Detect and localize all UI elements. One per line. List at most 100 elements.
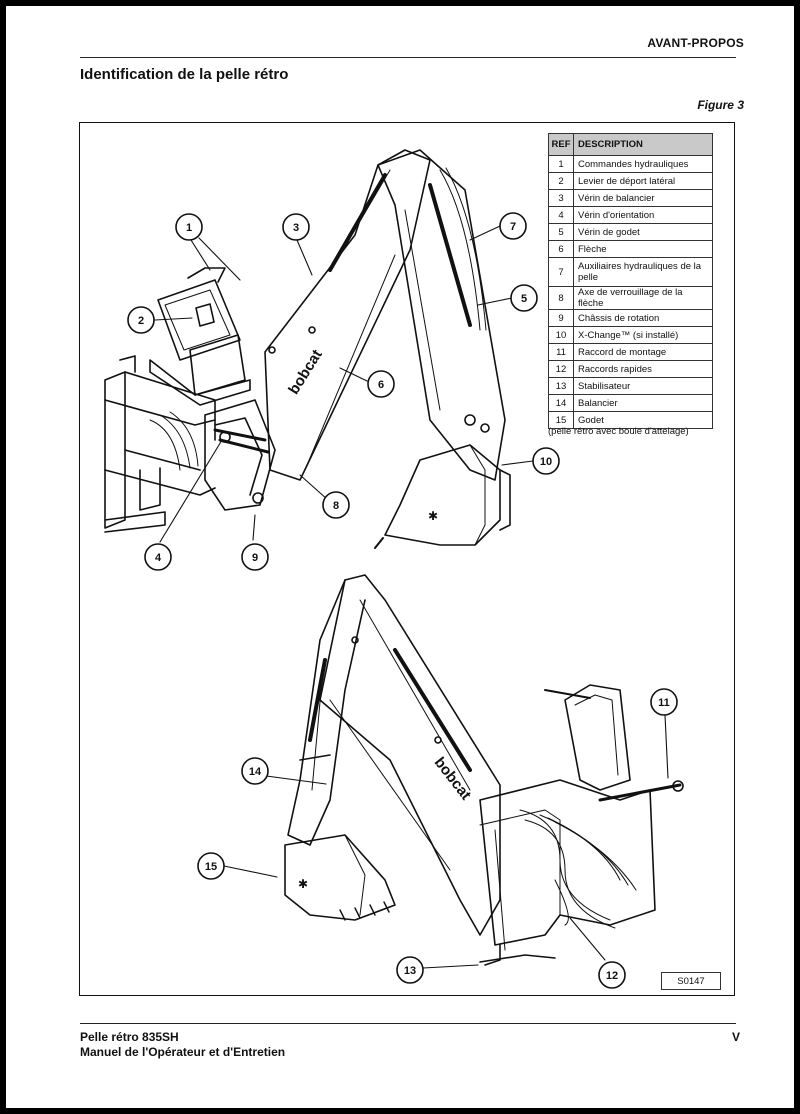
desc-cell: Levier de déport latéral <box>573 172 713 190</box>
desc-cell: Stabilisateur <box>573 377 713 395</box>
callout-label: 10 <box>540 456 552 468</box>
desc-cell: Auxiliaires hydrauliques de la pelle <box>573 257 713 287</box>
callout-label: 8 <box>333 500 339 512</box>
desc-cell: Vérin de godet <box>573 223 713 241</box>
callout-leaders <box>154 225 669 969</box>
callout-label: 6 <box>378 379 384 391</box>
backhoe-top-drawing: bobcat ✱ <box>104 149 511 549</box>
callout-2: 2 <box>127 306 155 334</box>
desc-cell: Commandes hydrauliques <box>573 155 713 173</box>
bobcat-logo-bottom: bobcat <box>431 754 475 803</box>
ref-cell: 1 <box>548 155 574 173</box>
col-header-description: DESCRIPTION <box>573 133 713 156</box>
ref-cell: 13 <box>548 377 574 395</box>
callout-label: 4 <box>155 552 162 564</box>
ref-cell: 15 <box>548 411 574 429</box>
callout-6: 6 <box>367 370 395 398</box>
footer-product: Pelle rétro 835SH <box>80 1030 179 1044</box>
callout-label: 5 <box>521 293 527 305</box>
ref-cell: 4 <box>548 206 574 224</box>
desc-cell: Godet <box>573 411 713 429</box>
callout-11: 11 <box>650 688 678 716</box>
callout-label: 7 <box>510 221 516 233</box>
callout-label: 1 <box>186 222 192 234</box>
callout-5: 5 <box>510 284 538 312</box>
callout-15: 15 <box>197 852 225 880</box>
footer-left: Pelle rétro 835SH Manuel de l'Opérateur … <box>80 1030 285 1060</box>
section-header: AVANT-PROPOS <box>647 36 744 50</box>
table-header-row: REF DESCRIPTION <box>548 133 713 156</box>
ref-cell: 12 <box>548 360 574 378</box>
desc-cell: Axe de verrouillage de la flèche <box>573 286 713 310</box>
figure-frame <box>79 122 735 996</box>
callout-label: 9 <box>252 552 258 564</box>
ref-cell: 2 <box>548 172 574 190</box>
drawing-code: S0147 <box>661 972 721 990</box>
ref-cell: 8 <box>548 286 574 310</box>
desc-cell: Vérin de balancier <box>573 189 713 207</box>
ref-cell: 14 <box>548 394 574 412</box>
desc-cell: Flèche <box>573 240 713 258</box>
svg-text:✱: ✱ <box>428 509 438 523</box>
ref-cell: 5 <box>548 223 574 241</box>
figure-label: Figure 3 <box>697 98 744 112</box>
callout-10: 10 <box>532 447 560 475</box>
desc-cell: Vérin d'orientation <box>573 206 713 224</box>
callout-label: 13 <box>404 965 416 977</box>
callout-8: 8 <box>322 491 350 519</box>
callout-label: 12 <box>606 970 618 982</box>
callout-label: 2 <box>138 315 144 327</box>
ref-cell: 3 <box>548 189 574 207</box>
callout-label: 14 <box>249 766 262 778</box>
ref-cell: 10 <box>548 326 574 344</box>
page-title: Identification de la pelle rétro <box>80 66 289 83</box>
callout-13: 13 <box>396 956 424 984</box>
desc-cell: Châssis de rotation <box>573 309 713 327</box>
footer-rule <box>80 1023 736 1024</box>
callout-label: 11 <box>658 697 670 709</box>
col-header-ref: REF <box>548 133 574 156</box>
ref-cell: 7 <box>548 257 574 287</box>
footer-manual: Manuel de l'Opérateur et d'Entretien <box>80 1045 286 1059</box>
table-note: (pelle rétro avec boule d'attelage) <box>548 426 689 437</box>
callout-7: 7 <box>499 212 527 240</box>
backhoe-bottom-drawing: bobcat ✱ <box>284 574 684 966</box>
callout-4: 4 <box>144 543 172 571</box>
callout-14: 14 <box>241 757 269 785</box>
callout-label: 3 <box>293 222 299 234</box>
callouts: 1 2 3 4 5 6 7 8 9 10 11 12 13 14 15 <box>127 212 678 989</box>
header-rule <box>80 57 736 58</box>
callout-label: 15 <box>205 861 217 873</box>
desc-cell: Raccords rapides <box>573 360 713 378</box>
ref-cell: 9 <box>548 309 574 327</box>
page-number: V <box>731 1030 740 1044</box>
callout-3: 3 <box>282 213 310 241</box>
svg-text:✱: ✱ <box>298 877 308 891</box>
callout-12: 12 <box>598 961 626 989</box>
desc-cell: Raccord de montage <box>573 343 713 361</box>
ref-cell: 6 <box>548 240 574 258</box>
desc-cell: Balancier <box>573 394 713 412</box>
callout-9: 9 <box>241 543 269 571</box>
bobcat-logo-top: bobcat <box>285 347 325 398</box>
ref-cell: 11 <box>548 343 574 361</box>
desc-cell: X-Change™ (si installé) <box>573 326 713 344</box>
callout-1: 1 <box>175 213 203 241</box>
